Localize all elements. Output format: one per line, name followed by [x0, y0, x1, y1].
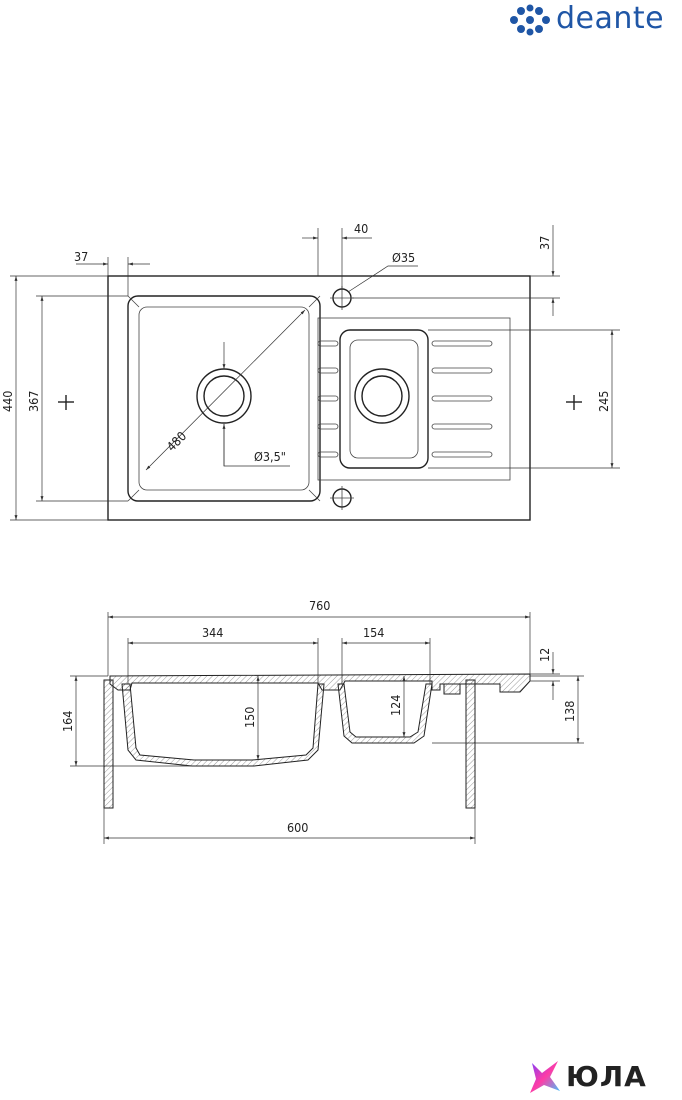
yula-logo-icon: [530, 1061, 560, 1093]
small-drain-inner: [361, 375, 403, 417]
deante-wordmark: deante: [556, 1, 665, 36]
deante-logo: deante: [508, 0, 682, 40]
diagonal-label: 480: [164, 428, 190, 454]
diagonal-dimension-line: [145, 309, 306, 471]
drainer-grooves-right: [431, 340, 493, 458]
top-margin-label: 37: [537, 236, 552, 250]
small-bowl-depth-label: 245: [596, 391, 611, 412]
main-bowl-inner: [138, 306, 310, 491]
total-depth-label: 440: [0, 391, 15, 412]
left-cabinet-wall: [103, 679, 114, 809]
left-margin-label: 37: [74, 249, 88, 264]
bowl-width-label: 344: [202, 625, 223, 640]
bowl-height-label: 150: [242, 707, 257, 728]
main-drain-outer: [196, 368, 252, 424]
tap-hole-label: Ø35: [392, 250, 415, 265]
section-mark-right: [566, 395, 582, 410]
tap-offset-label: 40: [354, 221, 368, 236]
small-bowl-outer: [339, 329, 429, 469]
tap-hole-section: [443, 683, 461, 695]
main-drain-inner: [203, 375, 245, 417]
bowl-depth-label: 367: [26, 391, 41, 412]
top-view: 480: [0, 221, 620, 521]
height-label: 164: [60, 711, 75, 732]
cabinet-width-label: 600: [287, 820, 308, 835]
small-bowl-section: [337, 683, 433, 744]
small-drain-outer: [354, 368, 410, 424]
section-mark-left: [58, 395, 74, 410]
small-bowl-height-label: 124: [388, 695, 403, 716]
sink-outline: [107, 275, 531, 521]
drainer-grooves-left: [317, 340, 339, 458]
main-bowl-section: [121, 683, 325, 767]
yula-logo: ЮЛА: [526, 1057, 682, 1097]
right-cabinet-wall: [465, 679, 476, 809]
small-bowl-width-label: 154: [363, 625, 384, 640]
rim-label: 12: [537, 648, 552, 662]
deck-height-label: 138: [562, 701, 577, 722]
yula-wordmark: ЮЛА: [566, 1060, 647, 1093]
drain-label: Ø3,5": [254, 449, 286, 464]
side-view: 760 344 154 12 164 150 124 138: [60, 598, 584, 844]
deante-logo-icon: [510, 4, 550, 36]
small-bowl-inner: [349, 339, 419, 459]
main-bowl-outer: [127, 295, 321, 502]
drainer-outline: [317, 317, 511, 481]
total-width-label: 760: [309, 598, 330, 613]
